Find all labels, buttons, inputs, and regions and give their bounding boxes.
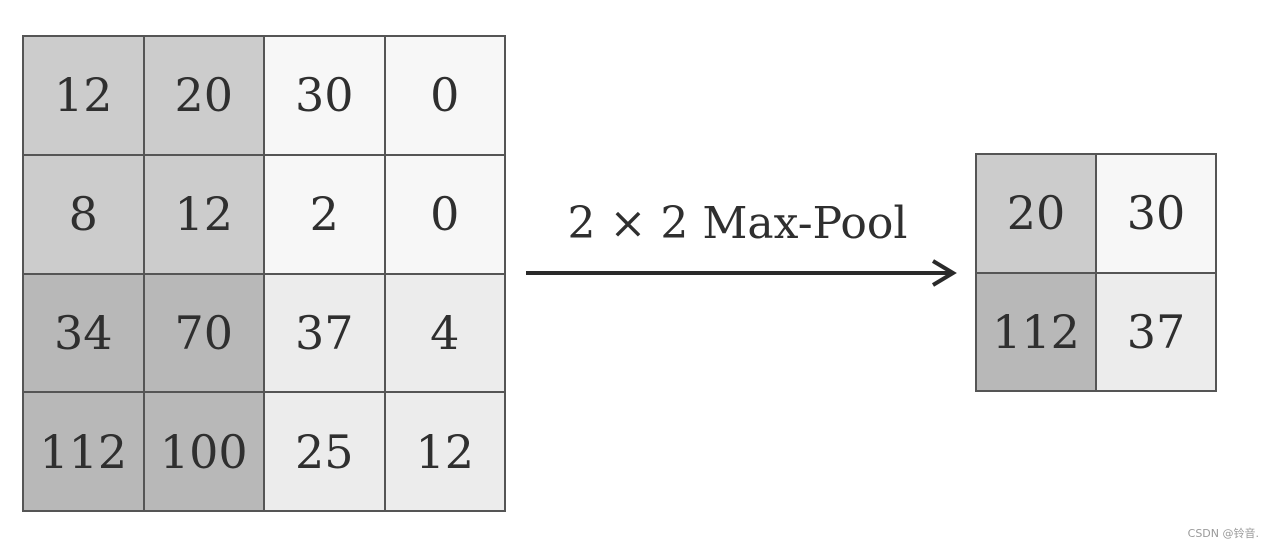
input-cell: 8 <box>24 155 143 273</box>
input-cell: 4 <box>385 274 504 392</box>
input-cell: 12 <box>385 393 504 510</box>
input-cell: 30 <box>265 37 384 154</box>
arrow-right-icon <box>526 259 957 287</box>
input-cell: 0 <box>385 155 504 273</box>
input-cell: 100 <box>144 393 263 510</box>
operation-label: 2 × 2 Max-Pool <box>567 198 908 249</box>
input-cell: 37 <box>265 274 384 392</box>
input-cell: 20 <box>144 37 263 154</box>
input-cell: 34 <box>24 274 143 392</box>
output-matrix: 20 30 112 37 <box>975 153 1217 392</box>
input-cell: 70 <box>144 274 263 392</box>
input-cell: 12 <box>24 37 143 154</box>
input-cell: 12 <box>144 155 263 273</box>
output-cell: 37 <box>1097 273 1215 390</box>
output-cell: 30 <box>1097 155 1215 272</box>
input-cell: 25 <box>265 393 384 510</box>
output-cell: 112 <box>977 273 1095 390</box>
input-matrix: 12 20 30 0 8 12 2 0 34 70 37 4 112 100 2… <box>22 35 506 512</box>
output-cell: 20 <box>977 155 1095 272</box>
input-cell: 0 <box>385 37 504 154</box>
watermark: CSDN @铃音. <box>1187 527 1259 540</box>
input-cell: 112 <box>24 393 143 510</box>
input-cell: 2 <box>265 155 384 273</box>
